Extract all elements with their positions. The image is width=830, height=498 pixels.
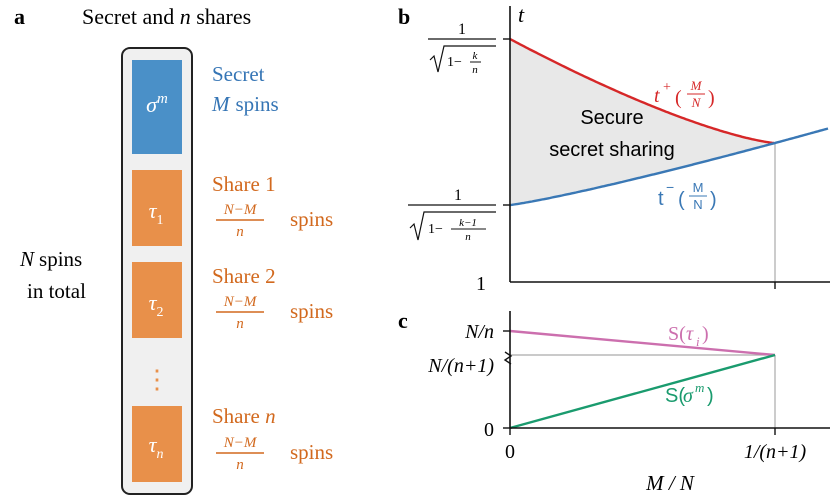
share-2-label: Share 2 bbox=[212, 264, 276, 288]
panel-c-ytick-top-label: N/n bbox=[464, 321, 494, 343]
title-n: n bbox=[180, 4, 191, 29]
ytick-mid-numerator: 1 bbox=[454, 187, 462, 204]
panel-c-ytick-bottom-label: 0 bbox=[484, 419, 494, 441]
ytick-top-sqrt bbox=[429, 45, 496, 73]
panel-c-label: c bbox=[398, 308, 408, 333]
s-tau-S: S( bbox=[668, 323, 686, 345]
ytick-top-numerator: 1 bbox=[458, 21, 466, 38]
share-block-1 bbox=[132, 170, 182, 246]
t-plus-label: t + ( M N ) bbox=[654, 78, 715, 110]
share-block-n bbox=[132, 406, 182, 482]
s-tau-label: S( τ i ) bbox=[668, 323, 709, 349]
panel-c-x-axis-label: M / N bbox=[645, 471, 695, 495]
s-tau-tau: τ bbox=[686, 323, 694, 345]
ytick-top-k: k bbox=[473, 50, 479, 62]
ytick-top-n: n bbox=[472, 64, 478, 76]
t-minus-N: N bbox=[693, 197, 702, 212]
panel-b-y-axis-label: t bbox=[518, 2, 525, 27]
t-minus-sup: − bbox=[666, 179, 674, 195]
ytick-mid-n: n bbox=[465, 231, 471, 243]
t-minus-M: M bbox=[693, 180, 704, 195]
s-sigma-close: ) bbox=[707, 385, 714, 407]
t-minus-label: t − ( M N ) bbox=[658, 179, 717, 212]
t-minus-lparen: ( bbox=[678, 189, 685, 211]
share-n-symbol: τn bbox=[149, 432, 164, 462]
share-2-frac-den: n bbox=[236, 316, 244, 332]
t-plus-lparen: ( bbox=[675, 87, 682, 109]
panel-b-label: b bbox=[398, 4, 410, 29]
t-plus-M: M bbox=[690, 78, 703, 93]
total-spins-line2: in total bbox=[27, 279, 86, 303]
s-tau-line bbox=[509, 329, 776, 357]
t-plus-rparen: ) bbox=[708, 87, 715, 109]
title-part-1: Secret and bbox=[82, 4, 180, 29]
secret-label: Secret bbox=[212, 62, 265, 86]
t-minus-rparen: ) bbox=[710, 189, 717, 211]
s-sigma-S: S( bbox=[665, 385, 685, 407]
share-2-frac-num: N−M bbox=[223, 294, 258, 310]
share-n-label: Share n bbox=[212, 404, 276, 428]
share-n-frac-num: N−M bbox=[223, 435, 258, 451]
t-plus-t: t bbox=[654, 85, 660, 107]
panel-b-ytick-bottom-label: 1 bbox=[476, 273, 486, 295]
t-plus-N: N bbox=[691, 95, 702, 110]
secret-block bbox=[132, 60, 182, 154]
t-plus-sup: + bbox=[663, 80, 671, 95]
t-plus-curve bbox=[509, 37, 775, 145]
share-2-spins: spins bbox=[290, 299, 333, 323]
ytick-mid-1: 1− bbox=[428, 222, 443, 237]
share-ellipsis: ⋮ bbox=[144, 365, 170, 394]
s-sigma-line bbox=[509, 353, 776, 430]
s-sigma-label: S( σ m ) bbox=[665, 380, 714, 407]
panel-b-ytick-top-label: 1 1− k n bbox=[428, 21, 496, 76]
share-1-frac-num: N−M bbox=[223, 202, 258, 218]
panel-a-label: a bbox=[14, 4, 25, 29]
share-1-spins: spins bbox=[290, 207, 333, 231]
region-label-line2: secret sharing bbox=[549, 139, 675, 161]
secret-symbol: σm bbox=[146, 91, 168, 117]
share-block-2 bbox=[132, 262, 182, 338]
secure-sharing-region bbox=[510, 39, 775, 205]
share-2-symbol: τ2 bbox=[149, 290, 164, 320]
share-n-label-var: n bbox=[265, 404, 276, 428]
title-part-2: shares bbox=[191, 4, 251, 29]
panel-a-title: Secret and n shares bbox=[82, 4, 251, 29]
ytick-top-1: 1− bbox=[447, 55, 462, 70]
panel-c-ytick-mid-label: N/(n+1) bbox=[427, 355, 494, 377]
region-label-line1: Secure bbox=[580, 107, 643, 129]
t-minus-curve bbox=[509, 127, 829, 207]
s-sigma-sigma: σ bbox=[683, 385, 694, 407]
share-n-spins: spins bbox=[290, 440, 333, 464]
share-n-frac-den: n bbox=[236, 457, 244, 473]
panel-c-xtick-left-label: 0 bbox=[505, 441, 515, 463]
s-tau-close: ) bbox=[702, 323, 709, 345]
share-1-frac-den: n bbox=[236, 224, 244, 240]
ytick-mid-k1: k−1 bbox=[459, 217, 477, 229]
t-minus-t: t bbox=[658, 188, 664, 210]
s-tau-i: i bbox=[696, 334, 700, 349]
share-1-symbol: τ1 bbox=[149, 198, 164, 228]
share-1-label: Share 1 bbox=[212, 172, 276, 196]
s-sigma-m: m bbox=[695, 380, 704, 395]
panel-c-xtick-right-label: 1/(n+1) bbox=[744, 441, 807, 463]
panel-b-ytick-mid-label: 1 1− k−1 n bbox=[408, 187, 496, 243]
axis-break-icon bbox=[503, 351, 513, 365]
share-n-label-text: Share bbox=[212, 404, 265, 428]
ytick-mid-sqrt bbox=[409, 211, 496, 241]
